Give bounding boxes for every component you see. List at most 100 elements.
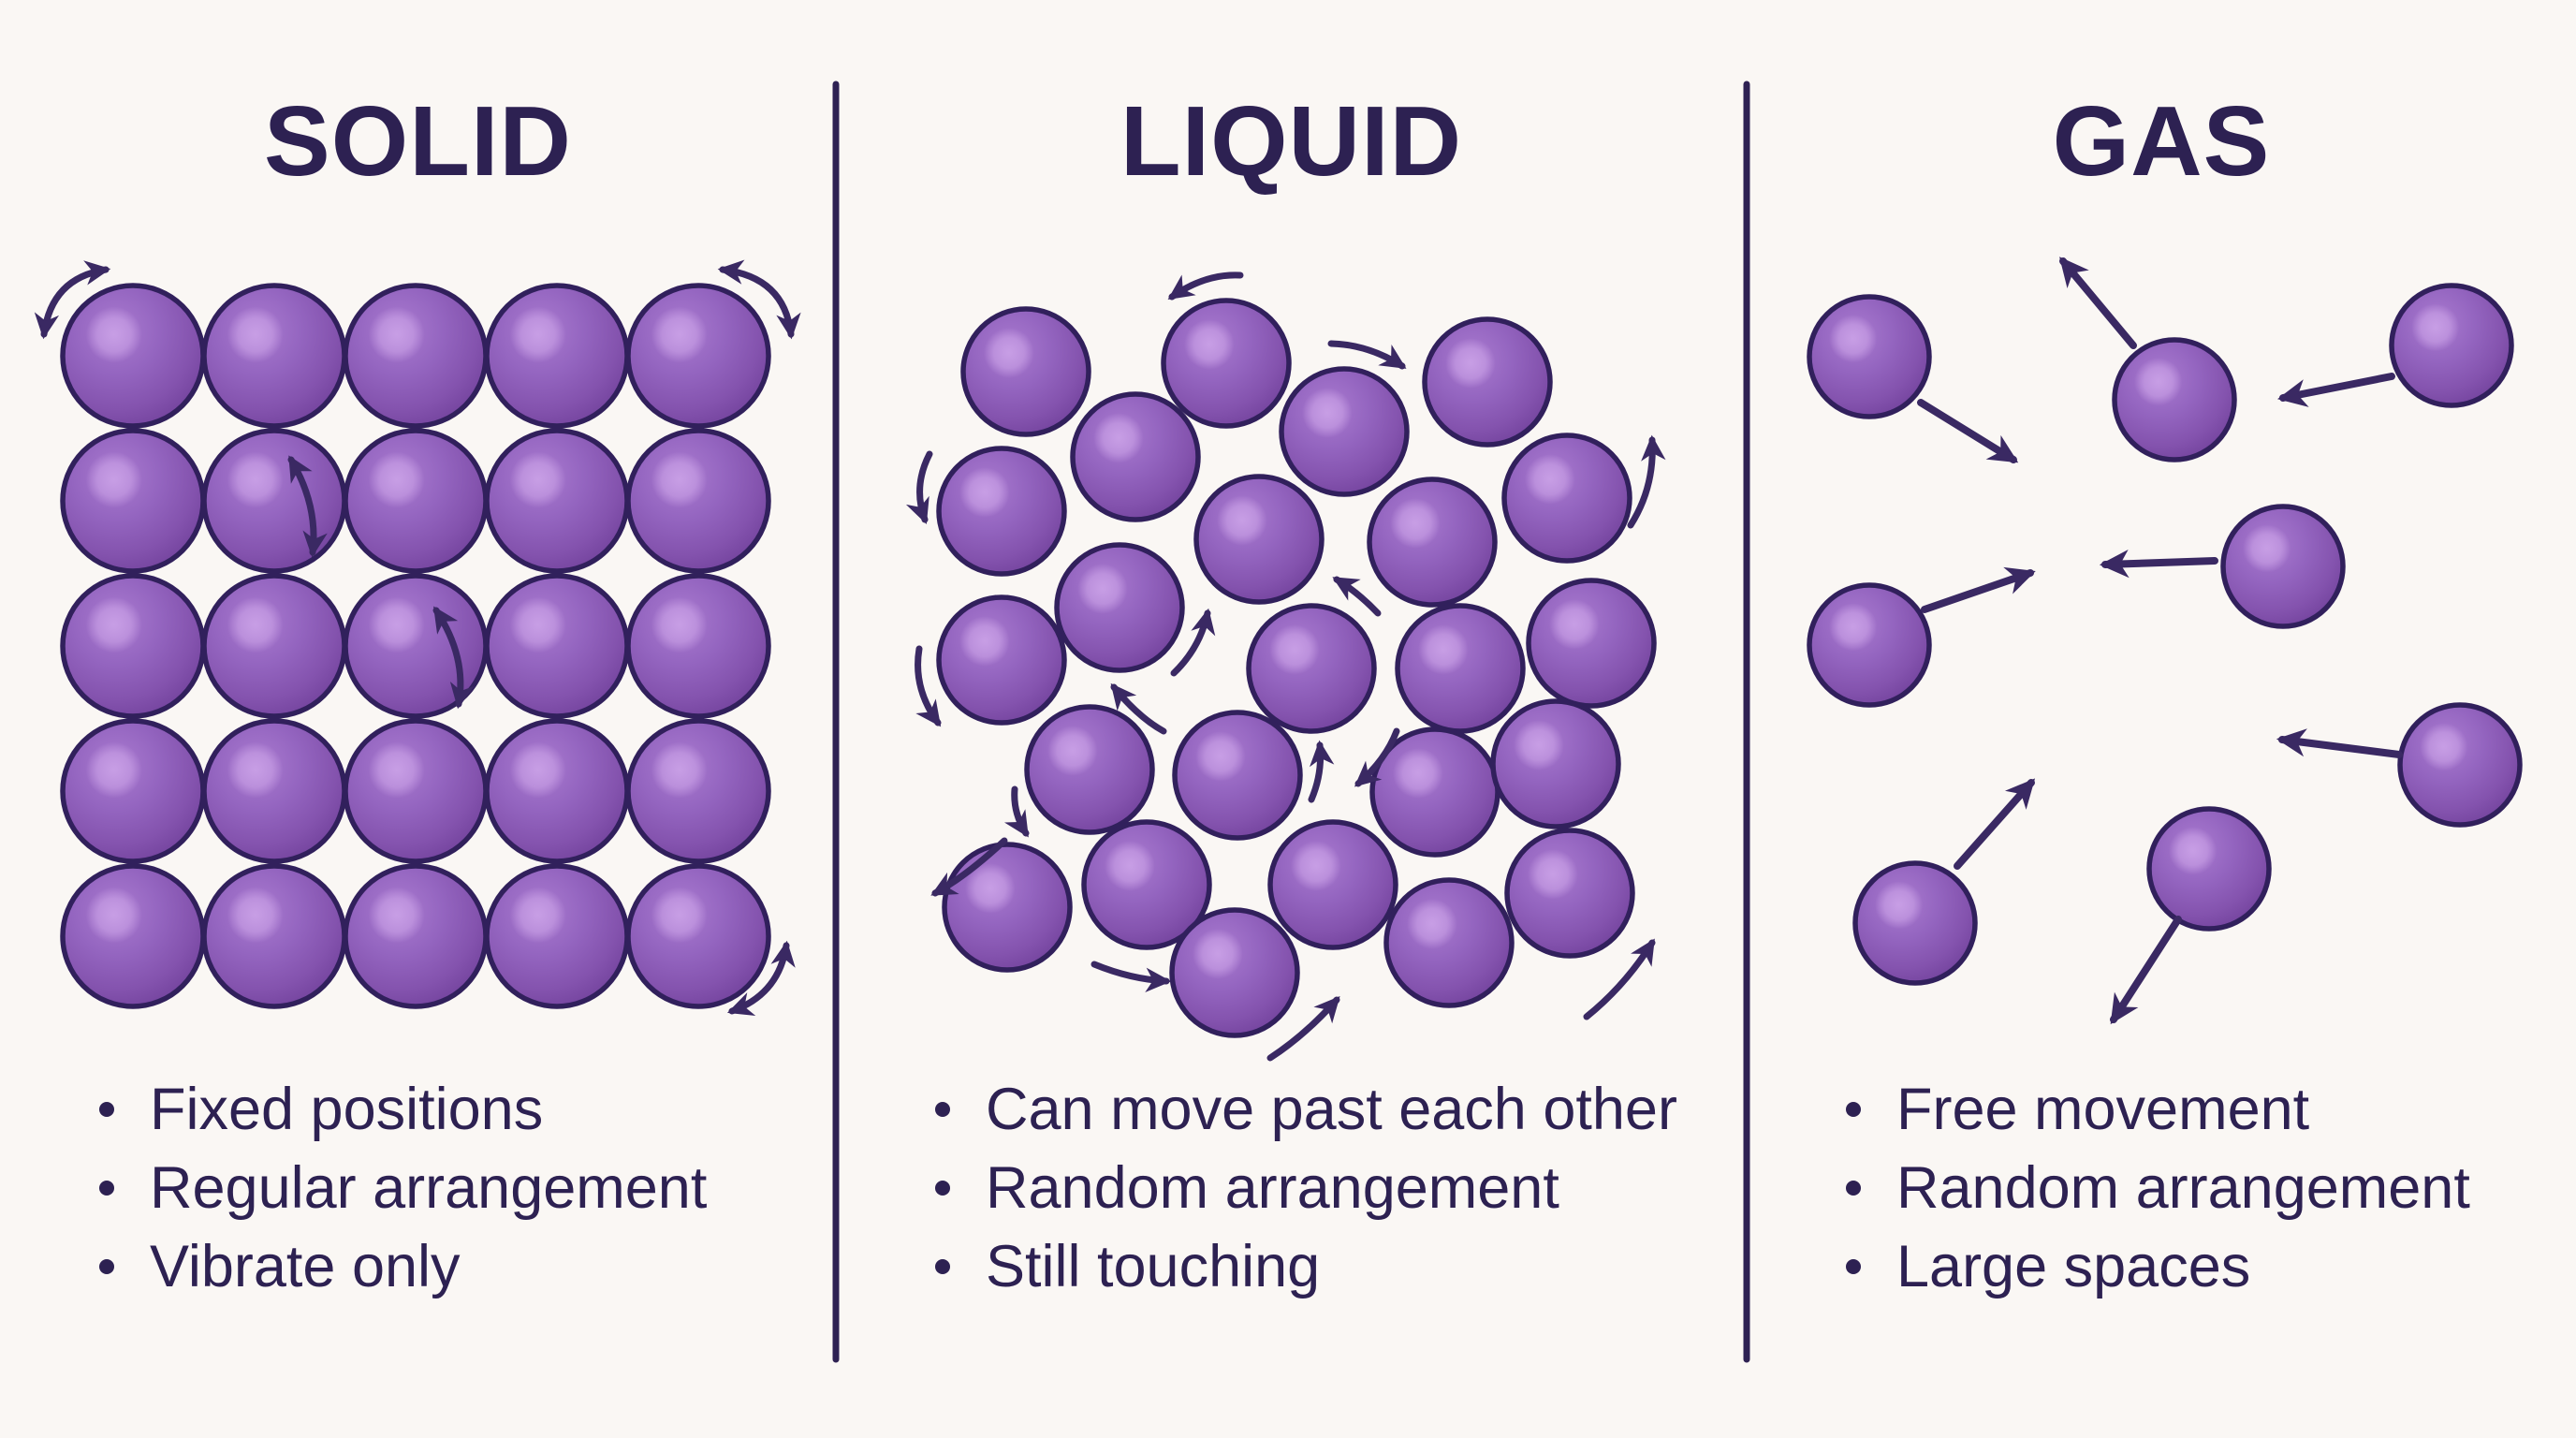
- bullet-text: Large spaces: [1896, 1234, 2251, 1299]
- particle: [1169, 907, 1300, 1038]
- particle-highlight: [1217, 495, 1267, 546]
- particle: [1054, 542, 1185, 673]
- bullet-text: Vibrate only: [150, 1234, 461, 1299]
- particle: [936, 446, 1067, 577]
- particle: [484, 283, 630, 429]
- gas-panel-title: GAS: [2052, 86, 2271, 197]
- particle: [484, 863, 630, 1009]
- solid-particles-group: [60, 283, 771, 1009]
- bullet-dot: [99, 1102, 114, 1117]
- particle: [343, 718, 489, 864]
- particle: [2146, 806, 2272, 932]
- particle: [625, 428, 771, 574]
- flow-arrow: [930, 837, 1008, 897]
- particle-highlight: [85, 306, 142, 363]
- particle: [1279, 366, 1410, 497]
- liquid-particles-group: [936, 298, 1657, 1038]
- flow-arrow: [1090, 961, 1172, 993]
- particle-highlight: [651, 451, 708, 508]
- bullet-item: Regular arrangement: [99, 1149, 707, 1227]
- particle-highlight: [1047, 726, 1098, 776]
- bullet-dot: [1846, 1259, 1861, 1274]
- bullet-text: Regular arrangement: [150, 1155, 708, 1221]
- particle: [1267, 819, 1398, 950]
- particle: [1490, 698, 1621, 829]
- bullet-text: Still touching: [986, 1234, 1321, 1299]
- particle: [484, 573, 630, 719]
- bullet-text: Can move past each other: [986, 1077, 1677, 1142]
- particle-highlight: [1291, 841, 1341, 891]
- particle-highlight: [368, 596, 425, 653]
- gas-particles-group: [1807, 283, 2523, 986]
- particle-highlight: [368, 306, 425, 363]
- particle: [201, 718, 347, 864]
- particle: [201, 283, 347, 429]
- particle: [1367, 477, 1498, 608]
- bullet-dot: [99, 1181, 114, 1196]
- particle: [1504, 828, 1635, 959]
- particle: [1526, 578, 1657, 709]
- particle: [201, 428, 347, 574]
- bullet-item: Fixed positions: [99, 1070, 707, 1149]
- particle-highlight: [509, 741, 566, 799]
- particle: [1807, 294, 1932, 419]
- particle-highlight: [1184, 319, 1235, 370]
- particle-highlight: [1528, 849, 1578, 900]
- flow-arrow: [915, 645, 942, 727]
- particle-highlight: [651, 741, 708, 799]
- vibration-arrow: [34, 260, 111, 340]
- particle: [484, 718, 630, 864]
- flow-arrow: [1004, 785, 1030, 838]
- particle: [343, 863, 489, 1009]
- particle: [625, 863, 771, 1009]
- particles-layer: [60, 283, 2523, 1038]
- particle: [942, 842, 1073, 973]
- bullet-item: Still touching: [935, 1227, 1677, 1306]
- particle-highlight: [2411, 303, 2460, 352]
- particle-highlight: [959, 467, 1010, 518]
- particle-highlight: [651, 306, 708, 363]
- particle-highlight: [509, 306, 566, 363]
- particle-highlight: [85, 596, 142, 653]
- flow-arrow: [1266, 996, 1340, 1062]
- bullet-text: Free movement: [1896, 1077, 2310, 1142]
- vibration-arrow: [717, 259, 801, 340]
- particle: [625, 718, 771, 864]
- particle-highlight: [1269, 624, 1320, 675]
- particle-highlight: [1549, 599, 1600, 650]
- motion-arrow: [1954, 778, 2036, 870]
- particle-highlight: [368, 741, 425, 799]
- flow-arrow: [905, 450, 933, 525]
- motion-arrow: [2110, 916, 2182, 1025]
- particle-highlight: [2169, 827, 2217, 875]
- particle: [1193, 474, 1325, 605]
- particle: [1161, 298, 1292, 429]
- particle-highlight: [1407, 899, 1457, 949]
- bullet-item: Free movement: [1846, 1070, 2470, 1149]
- vibration-arrow: [726, 940, 796, 1016]
- particle-highlight: [1445, 338, 1496, 389]
- particle-highlight: [227, 306, 284, 363]
- particle-highlight: [85, 887, 142, 944]
- particle-highlight: [1875, 881, 1924, 930]
- liquid-panel-title: LIQUID: [1120, 86, 1463, 197]
- particle: [1395, 603, 1526, 734]
- particle: [60, 428, 206, 574]
- particle-highlight: [227, 451, 284, 508]
- particle-highlight: [1105, 841, 1155, 891]
- bullet-text: Random arrangement: [986, 1155, 1559, 1221]
- particle-highlight: [2420, 723, 2468, 771]
- particle: [1383, 877, 1515, 1008]
- flow-arrow: [1308, 740, 1335, 803]
- particle-highlight: [509, 451, 566, 508]
- arrows-layer: [34, 257, 2403, 1062]
- particle-highlight: [85, 451, 142, 508]
- solid-arrows-group: [34, 259, 801, 1016]
- particle: [343, 428, 489, 574]
- bullet-text: Fixed positions: [150, 1077, 544, 1142]
- particle-highlight: [509, 596, 566, 653]
- particle: [60, 283, 206, 429]
- particle-highlight: [1829, 603, 1878, 652]
- flow-arrow: [1332, 576, 1382, 617]
